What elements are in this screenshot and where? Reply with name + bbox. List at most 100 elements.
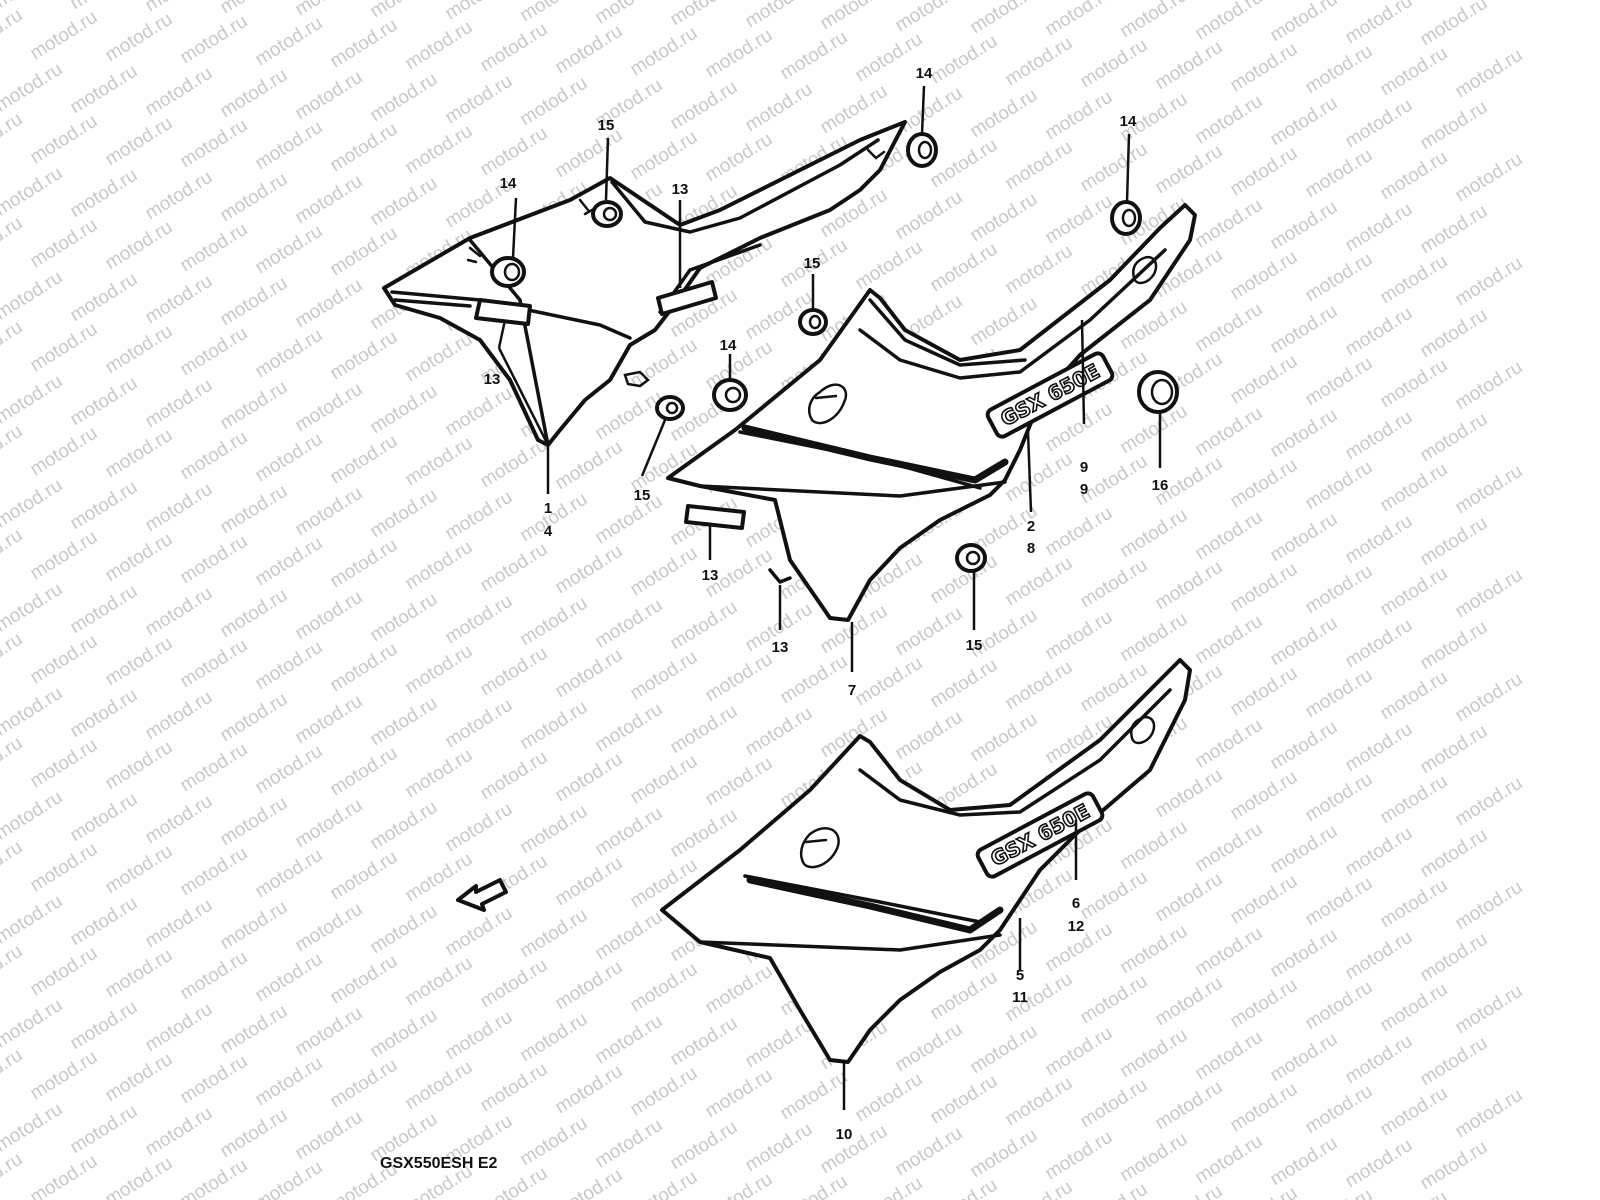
watermark-text: motod.ru <box>1302 145 1377 203</box>
watermark-text: motod.ru <box>1192 819 1267 877</box>
watermark-text: motod.ru <box>0 733 26 791</box>
grommet-14-a <box>490 256 526 288</box>
watermark-text: motod.ru <box>1227 143 1302 201</box>
watermark-text: motod.ru <box>1192 195 1267 253</box>
watermark-text: motod.ru <box>1192 91 1267 149</box>
callout-11: 11 <box>1012 989 1028 1006</box>
watermark-text: motod.ru <box>852 1173 927 1200</box>
watermark-text: motod.ru <box>292 483 367 541</box>
watermark-text: motod.ru <box>292 587 367 645</box>
watermark-text: motod.ru <box>0 525 26 583</box>
watermark-text: motod.ru <box>1452 773 1527 831</box>
watermark-text: motod.ru <box>1452 1085 1527 1143</box>
watermark-text: motod.ru <box>27 631 102 689</box>
watermark-text: motod.ru <box>702 1065 777 1123</box>
watermark-text: motod.ru <box>0 317 26 375</box>
watermark-text: motod.ru <box>517 593 592 651</box>
watermark-text: motod.ru <box>1377 1083 1452 1141</box>
watermark-text: motod.ru <box>1042 503 1117 561</box>
watermark-text: motod.ru <box>1077 1075 1152 1133</box>
watermark-text: motod.ru <box>627 1167 702 1200</box>
watermark-text: motod.ru <box>1117 609 1192 667</box>
watermark-text: motod.ru <box>1302 249 1377 307</box>
watermark-text: motod.ru <box>0 1149 26 1200</box>
watermark-text: motod.ru <box>1077 1179 1152 1200</box>
watermark-text: motod.ru <box>517 905 592 963</box>
side-cover-middle: GSX 650E <box>666 203 1197 622</box>
watermark-text: motod.ru <box>627 543 702 601</box>
watermark-text: motod.ru <box>552 645 627 703</box>
watermark-text: motod.ru <box>1302 769 1377 827</box>
watermark-text: motod.ru <box>1192 403 1267 461</box>
watermark-text: motod.ru <box>552 125 627 183</box>
watermark-text: motod.ru <box>892 1019 967 1077</box>
watermark-text: motod.ru <box>1452 877 1527 935</box>
watermark-text: motod.ru <box>102 113 177 171</box>
watermark-text: motod.ru <box>1377 563 1452 621</box>
watermark-text: motod.ru <box>402 329 477 387</box>
watermark-text: motod.ru <box>1267 613 1342 671</box>
callout-15-c: 15 <box>634 487 651 504</box>
watermark-text: motod.ru <box>892 603 967 661</box>
watermark-text: motod.ru <box>1267 93 1342 151</box>
watermark-text: motod.ru <box>1377 1187 1452 1200</box>
watermark-text: motod.ru <box>142 479 217 537</box>
watermark-text: motod.ru <box>1452 253 1527 311</box>
clip-13 <box>768 568 792 584</box>
watermark-text: motod.ru <box>627 1063 702 1121</box>
watermark-text: motod.ru <box>1267 925 1342 983</box>
watermark-text: motod.ru <box>327 639 402 697</box>
watermark-text: motod.ru <box>1342 303 1417 361</box>
watermark-text: motod.ru <box>0 683 66 741</box>
watermark-text: motod.ru <box>1452 149 1527 207</box>
watermark-text: motod.ru <box>1227 1183 1302 1200</box>
watermark-text: motod.ru <box>102 841 177 899</box>
watermark-text: motod.ru <box>552 749 627 807</box>
watermark-text: motod.ru <box>1452 565 1527 623</box>
watermark-text: motod.ru <box>1227 871 1302 929</box>
watermark-text: motod.ru <box>1152 973 1227 1031</box>
watermark-text: motod.ru <box>177 323 252 381</box>
watermark-text: motod.ru <box>1302 457 1377 515</box>
watermark-text: motod.ru <box>177 219 252 277</box>
watermark-text: motod.ru <box>1227 559 1302 617</box>
watermark-text: motod.ru <box>627 959 702 1017</box>
watermark-text: motod.ru <box>1452 461 1527 519</box>
watermark-text: motod.ru <box>592 699 667 757</box>
watermark-text: motod.ru <box>667 1013 742 1071</box>
watermark-text: motod.ru <box>1227 767 1302 825</box>
watermark-text: motod.ru <box>1302 977 1377 1035</box>
label-plate-mid <box>684 504 746 530</box>
watermark-text: motod.ru <box>67 581 142 639</box>
watermark-text: motod.ru <box>367 589 442 647</box>
watermark-text: motod.ru <box>592 803 667 861</box>
watermark-text: motod.ru <box>1002 657 1077 715</box>
watermark-text: motod.ru <box>0 629 26 687</box>
grommet-14-d <box>1110 200 1142 236</box>
watermark-text: motod.ru <box>477 955 552 1013</box>
watermark-text: motod.ru <box>0 787 66 845</box>
watermark-text: motod.ru <box>592 491 667 549</box>
callout-14-b: 14 <box>500 175 517 192</box>
watermark-text: motod.ru <box>892 0 967 36</box>
watermark-text: motod.ru <box>102 217 177 275</box>
leader-lines <box>497 85 1162 1110</box>
watermark-text: motod.ru <box>1192 923 1267 981</box>
watermark-text: motod.ru <box>1117 817 1192 875</box>
watermark-text: motod.ru <box>102 529 177 587</box>
watermark-text: motod.ru <box>892 83 967 141</box>
grommet-15-c <box>655 395 685 421</box>
watermark-text: motod.ru <box>777 1067 852 1125</box>
watermark-text: motod.ru <box>327 951 402 1009</box>
watermark-text: motod.ru <box>367 485 442 543</box>
watermark-text: motod.ru <box>217 793 292 851</box>
watermark-text: motod.ru <box>217 1001 292 1059</box>
watermark-text: motod.ru <box>327 223 402 281</box>
watermark-text: motod.ru <box>592 1011 667 1069</box>
watermark-text: motod.ru <box>1377 771 1452 829</box>
watermark-text: motod.ru <box>552 21 627 79</box>
watermark-text: motod.ru <box>1002 241 1077 299</box>
watermark-text: motod.ru <box>327 535 402 593</box>
watermark-text: motod.ru <box>1342 823 1417 881</box>
callout-4: 4 <box>544 523 553 540</box>
